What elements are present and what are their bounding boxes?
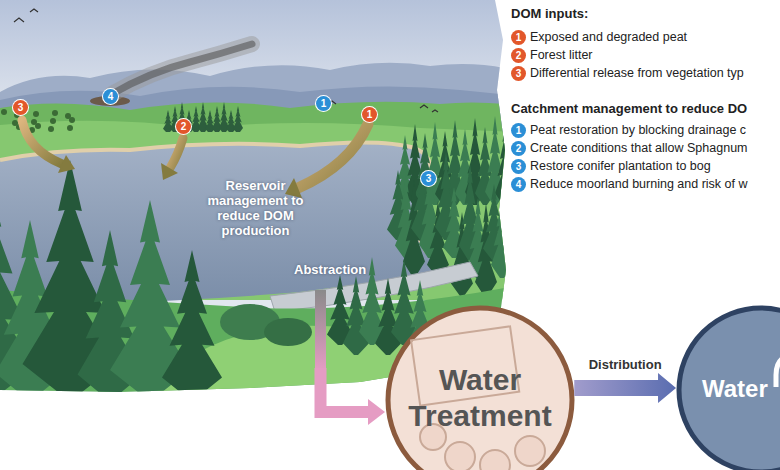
list-heading: Catchment management to reduce DO	[511, 101, 747, 116]
arrow-head	[368, 399, 385, 425]
input-arrow	[298, 124, 368, 188]
callout-number: 1	[511, 30, 526, 45]
conifer-tree	[233, 106, 243, 132]
conifer-tree	[375, 278, 401, 355]
illustration-label: Reservoir management to reduce DOM produ…	[203, 178, 308, 238]
moor-shrub	[67, 125, 73, 131]
moor-shrub	[52, 110, 58, 116]
node-label: Water Treatment	[385, 362, 575, 434]
callout-number: 4	[511, 177, 526, 192]
callout-number: 1	[362, 107, 377, 122]
moor-shrub	[31, 119, 37, 125]
smoke	[112, 44, 252, 94]
treatment-circle: Water Treatment	[385, 305, 575, 470]
distribution-arrow	[574, 373, 676, 403]
callout-number: 1	[316, 96, 331, 111]
list-item: Exposed and degraded peat	[530, 30, 687, 44]
list-heading: DOM inputs:	[511, 6, 588, 21]
conifer-tree	[162, 250, 222, 400]
arrow-head	[161, 163, 178, 180]
conifer-tree	[343, 276, 369, 355]
list-item: Reduce moorland burning and risk of w	[530, 177, 747, 191]
input-arrow	[170, 138, 183, 168]
list-item: Peat restoration by blocking drainage c	[530, 123, 746, 137]
callout-number: 2	[511, 141, 526, 156]
arrow-head	[58, 155, 75, 173]
moor-shrub	[1, 109, 7, 115]
abstraction-pipe	[315, 290, 326, 370]
node-label: Water	[702, 375, 768, 403]
tap-circle: Water	[676, 305, 780, 470]
illustration-label: Abstraction	[294, 262, 366, 277]
list-item: Forest litter	[530, 48, 593, 62]
callout-number: 3	[511, 159, 526, 174]
callout-number: 2	[511, 48, 526, 63]
moor-shrub	[12, 120, 18, 126]
callout-number: 3	[421, 171, 436, 186]
moor-shrub	[50, 118, 56, 124]
callout-number: 3	[511, 66, 526, 81]
callout-number: 1	[511, 123, 526, 138]
tank-sketch	[445, 442, 475, 470]
birds	[14, 9, 438, 112]
list-item: Differential release from vegetation typ	[530, 66, 744, 80]
callout-number: 3	[13, 100, 28, 115]
smoke	[112, 44, 252, 94]
moor-shrub	[33, 111, 39, 117]
edge-label: Distribution	[589, 357, 662, 372]
abstraction-arrow	[321, 368, 371, 412]
moor-shrub	[48, 126, 54, 132]
input-arrow	[22, 120, 62, 164]
tank-sketch	[515, 436, 545, 466]
bush	[264, 318, 312, 346]
tap-symbol	[776, 355, 780, 470]
conifer-tree	[491, 189, 513, 278]
callout-number: 2	[176, 119, 191, 134]
tank-sketch	[480, 450, 510, 470]
moor-shrub	[65, 113, 71, 119]
circle-outline	[679, 308, 780, 470]
list-item: Restore conifer plantation to bog	[530, 159, 711, 173]
list-item: Create conditions that allow Sphagnum	[530, 141, 748, 155]
callout-number: 4	[103, 89, 118, 104]
